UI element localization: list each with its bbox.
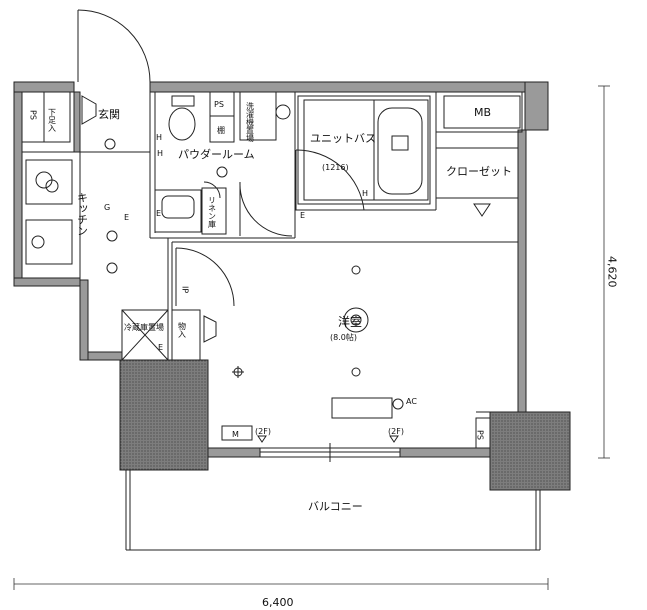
e-mark-2: E — [300, 211, 305, 220]
width-dimension: 6,400 — [262, 596, 294, 609]
laundry-label: 洗濯機置場 — [246, 101, 255, 143]
western-room-size: (8.0帖) — [330, 332, 357, 342]
ac-label: AC — [406, 397, 417, 406]
ceiling-light-icon — [343, 307, 369, 333]
h-mark-3: H — [156, 133, 162, 142]
storage-label: 物入 — [178, 321, 187, 338]
ps-top-label: PS — [214, 100, 224, 109]
depth-dimension: 4,620 — [606, 256, 619, 288]
e-mark-3: E — [156, 209, 161, 218]
unit-bath-label: ユニットバス — [310, 132, 376, 145]
symbol-marks: M IP (2F) (2F) AC H H H E E E E G — [104, 133, 417, 439]
e-mark-4: E — [158, 343, 163, 352]
closet-label: クローゼット — [446, 165, 512, 178]
mb-label: MB — [474, 106, 491, 119]
column-right — [489, 411, 571, 491]
exterior-walls — [13, 81, 549, 458]
kitchen-label: キッチン — [76, 192, 89, 236]
powder-room-label: パウダールーム — [178, 147, 255, 161]
h-mark-1: H — [157, 149, 163, 158]
fridge-label: 冷蔵庫置場 — [124, 322, 164, 332]
toilet-icon — [168, 107, 196, 141]
washer-drain-icon — [275, 104, 291, 120]
shelf-label: 棚 — [217, 125, 225, 135]
western-room-label: 洋室 — [338, 314, 362, 329]
dimension-lines: 6,400 4,620 — [13, 85, 619, 609]
kitchen-sink-icon — [31, 235, 45, 249]
ip-label: IP — [181, 286, 190, 293]
floor-2f-right: (2F) — [388, 427, 404, 436]
e-mark-1: E — [124, 213, 129, 222]
interior-doors — [81, 95, 365, 343]
shoe-storage-label: 下足入 — [48, 108, 57, 132]
ps-right-label: PS — [476, 430, 485, 440]
entrance-label: 玄関 — [98, 107, 120, 121]
balcony-label: バルコニー — [308, 500, 363, 513]
linen-label: リネン庫 — [208, 196, 217, 229]
ps-left-label: PS — [29, 110, 38, 120]
entrance-door — [77, 9, 151, 83]
column-left — [119, 359, 209, 471]
g-mark: G — [104, 203, 110, 212]
unit-bath-size: (1216) — [322, 163, 349, 172]
interior-partitions — [21, 91, 541, 551]
bathtub-drain-icon — [391, 135, 409, 151]
fixtures — [31, 95, 491, 443]
m-box-label: M — [232, 430, 239, 439]
floor-2f-left: (2F) — [255, 427, 271, 436]
room-labels: 玄関 下足入 PS PS 棚 洗濯機置場 MB パウダールーム ユニットバス (… — [29, 100, 513, 513]
h-mark-2: H — [362, 189, 368, 198]
